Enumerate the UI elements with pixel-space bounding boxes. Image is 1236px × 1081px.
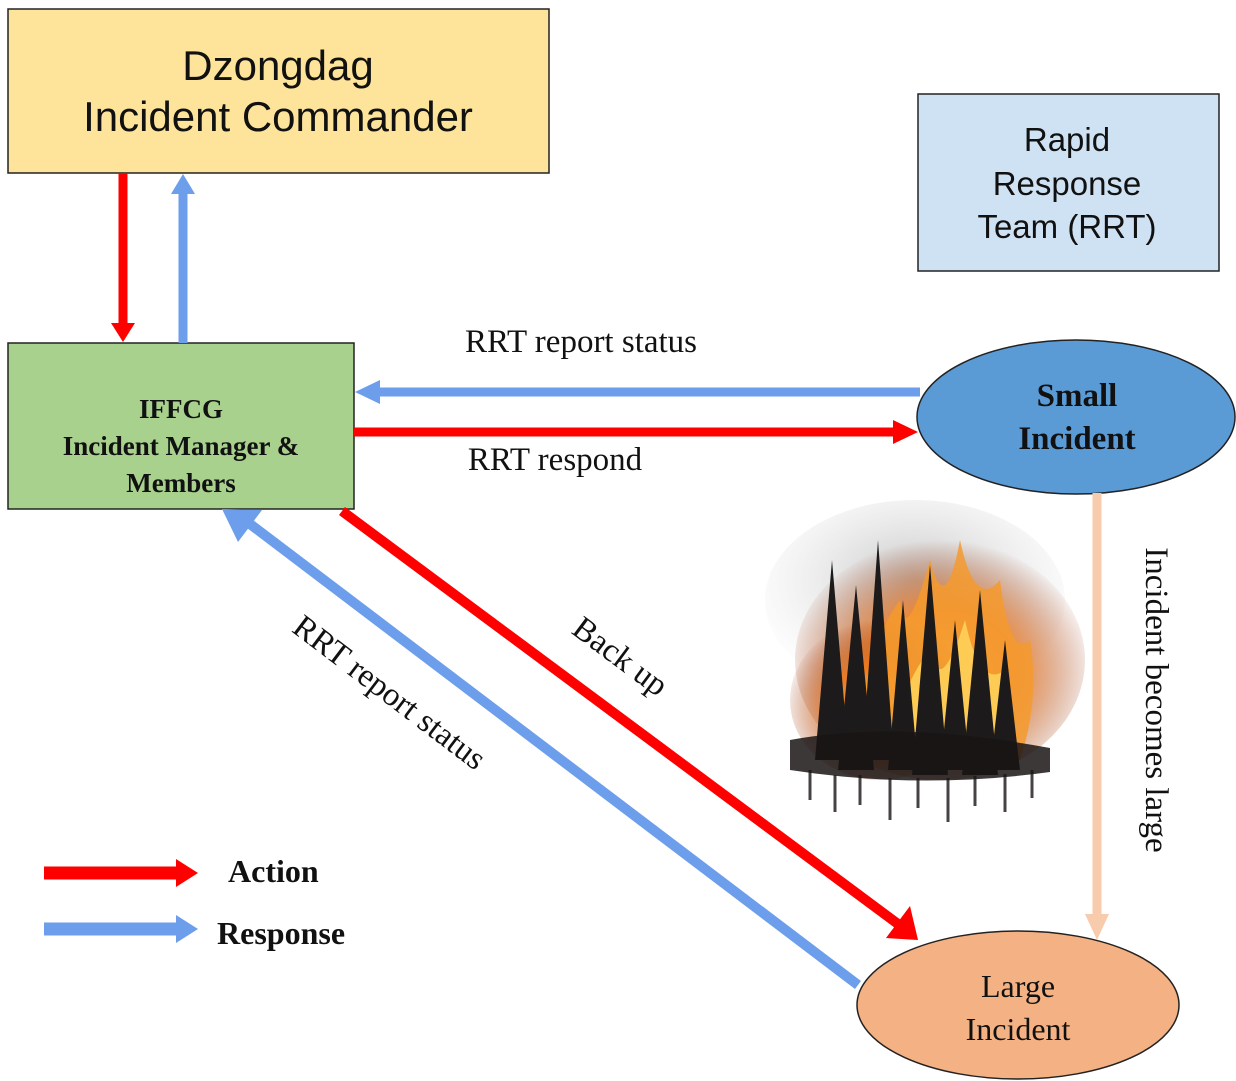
legend-action-arrow xyxy=(44,859,198,887)
large-incident-line-2: Incident xyxy=(966,1011,1071,1047)
incident-commander-rect xyxy=(7,8,550,174)
rrt-line-2: Response xyxy=(993,165,1142,202)
response-arrow-large-to-iffcg xyxy=(222,509,862,989)
legend-response-arrow xyxy=(44,915,198,943)
legend: Action Response xyxy=(44,853,345,951)
commander-line-2: Incident Commander xyxy=(83,93,473,140)
rrt-line-1: Rapid xyxy=(1024,121,1110,158)
iffcg-line-2: Incident Manager & xyxy=(63,431,300,461)
burning-forest-icon xyxy=(765,500,1085,822)
label-rrt-report-status-top: RRT report status xyxy=(465,324,697,360)
iffcg-rect xyxy=(7,342,355,510)
legend-response-label: Response xyxy=(217,915,345,951)
incident-commander-box: Dzongdag Incident Commander xyxy=(7,8,550,174)
label-incident-becomes-large: Incident becomes large xyxy=(1138,547,1174,852)
rrt-rect xyxy=(917,93,1220,272)
commander-line-1: Dzongdag xyxy=(182,42,373,89)
action-arrow-iffcg-to-small xyxy=(354,420,918,444)
small-incident-line-1: Small xyxy=(1037,378,1118,414)
response-arrow-small-to-iffcg xyxy=(355,380,920,404)
small-incident-line-2: Incident xyxy=(1018,421,1135,457)
label-rrt-respond: RRT respond xyxy=(468,442,643,478)
large-incident-ellipse xyxy=(856,930,1180,1080)
escalation-arrow-small-to-large xyxy=(1085,493,1109,940)
action-arrow-iffcg-to-large xyxy=(339,506,918,940)
small-incident-ellipse xyxy=(916,339,1236,495)
large-incident-node: Large Incident xyxy=(856,930,1180,1080)
large-incident-line-1: Large xyxy=(981,968,1055,1004)
iffcg-box: IFFCG Incident Manager & Members xyxy=(7,342,355,510)
rrt-line-3: Team (RRT) xyxy=(977,208,1156,245)
iffcg-line-1: IFFCG xyxy=(139,394,223,424)
action-arrow-commander-to-iffcg xyxy=(111,173,135,342)
rapid-response-team-box: Rapid Response Team (RRT) xyxy=(917,93,1220,272)
response-arrow-iffcg-to-commander xyxy=(171,174,195,343)
small-incident-node: Small Incident xyxy=(916,339,1236,495)
legend-action-label: Action xyxy=(228,853,319,889)
iffcg-line-3: Members xyxy=(126,468,235,498)
